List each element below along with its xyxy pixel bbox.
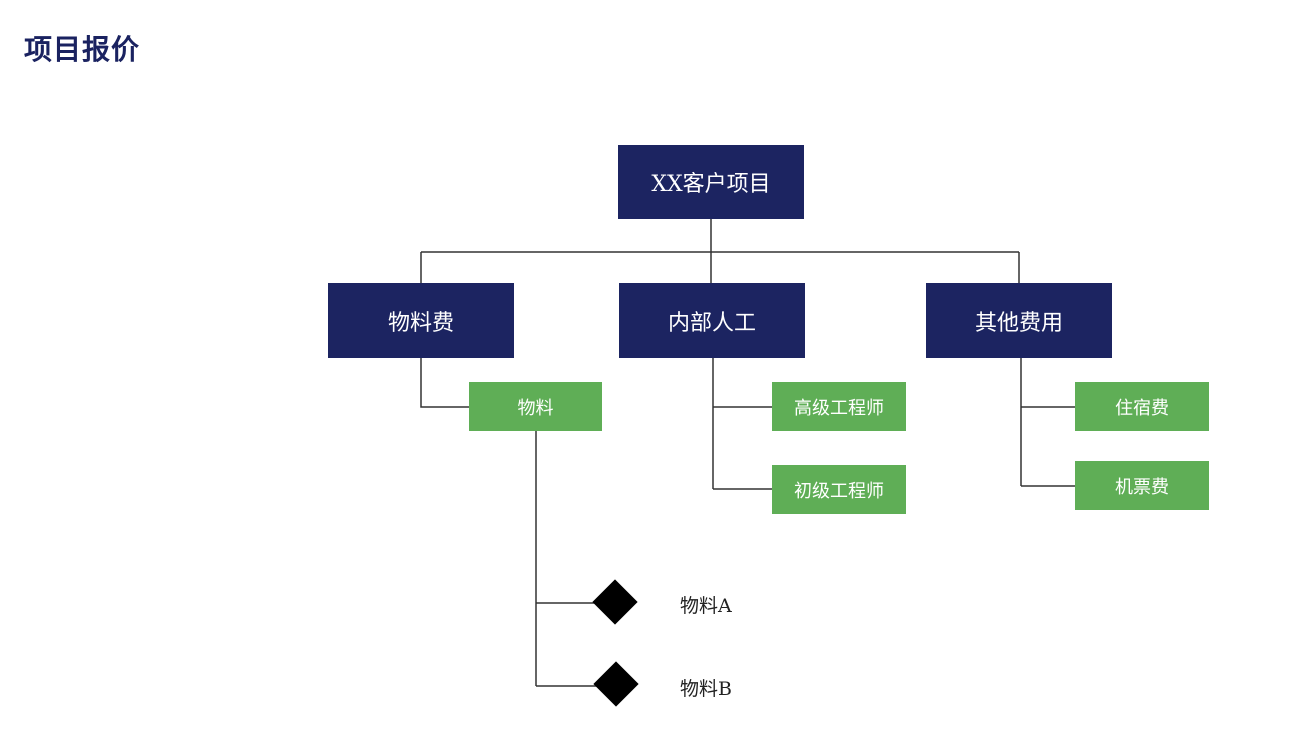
node-lodging-fee: 住宿费: [1075, 382, 1209, 431]
node-airfare-fee-label: 机票费: [1115, 476, 1169, 498]
node-junior-engineer: 初级工程师: [772, 465, 906, 514]
node-senior-engineer: 高级工程师: [772, 382, 906, 431]
node-other-costs: 其他费用: [926, 283, 1112, 358]
node-materials-fee: 物料费: [328, 283, 514, 358]
leaf-material-b: 物料B: [680, 678, 732, 700]
node-junior-engineer-label: 初级工程师: [794, 480, 884, 502]
page-title: 项目报价: [24, 33, 141, 66]
node-lodging-fee-label: 住宿费: [1115, 397, 1169, 419]
node-other-costs-label: 其他费用: [974, 310, 1063, 336]
node-airfare-fee: 机票费: [1075, 461, 1209, 510]
node-senior-engineer-label: 高级工程师: [794, 397, 884, 419]
node-root: XX客户项目: [618, 145, 804, 219]
node-internal-labor-label: 内部人工: [667, 310, 756, 336]
node-materials-fee-label: 物料费: [387, 310, 454, 336]
node-materials: 物料: [469, 382, 602, 431]
leaf-material-a: 物料A: [680, 595, 732, 617]
connector-materials-item: [420, 358, 469, 408]
node-root-label: XX客户项目: [651, 172, 771, 197]
node-materials-label: 物料: [517, 397, 554, 419]
node-internal-labor: 内部人工: [619, 283, 805, 358]
